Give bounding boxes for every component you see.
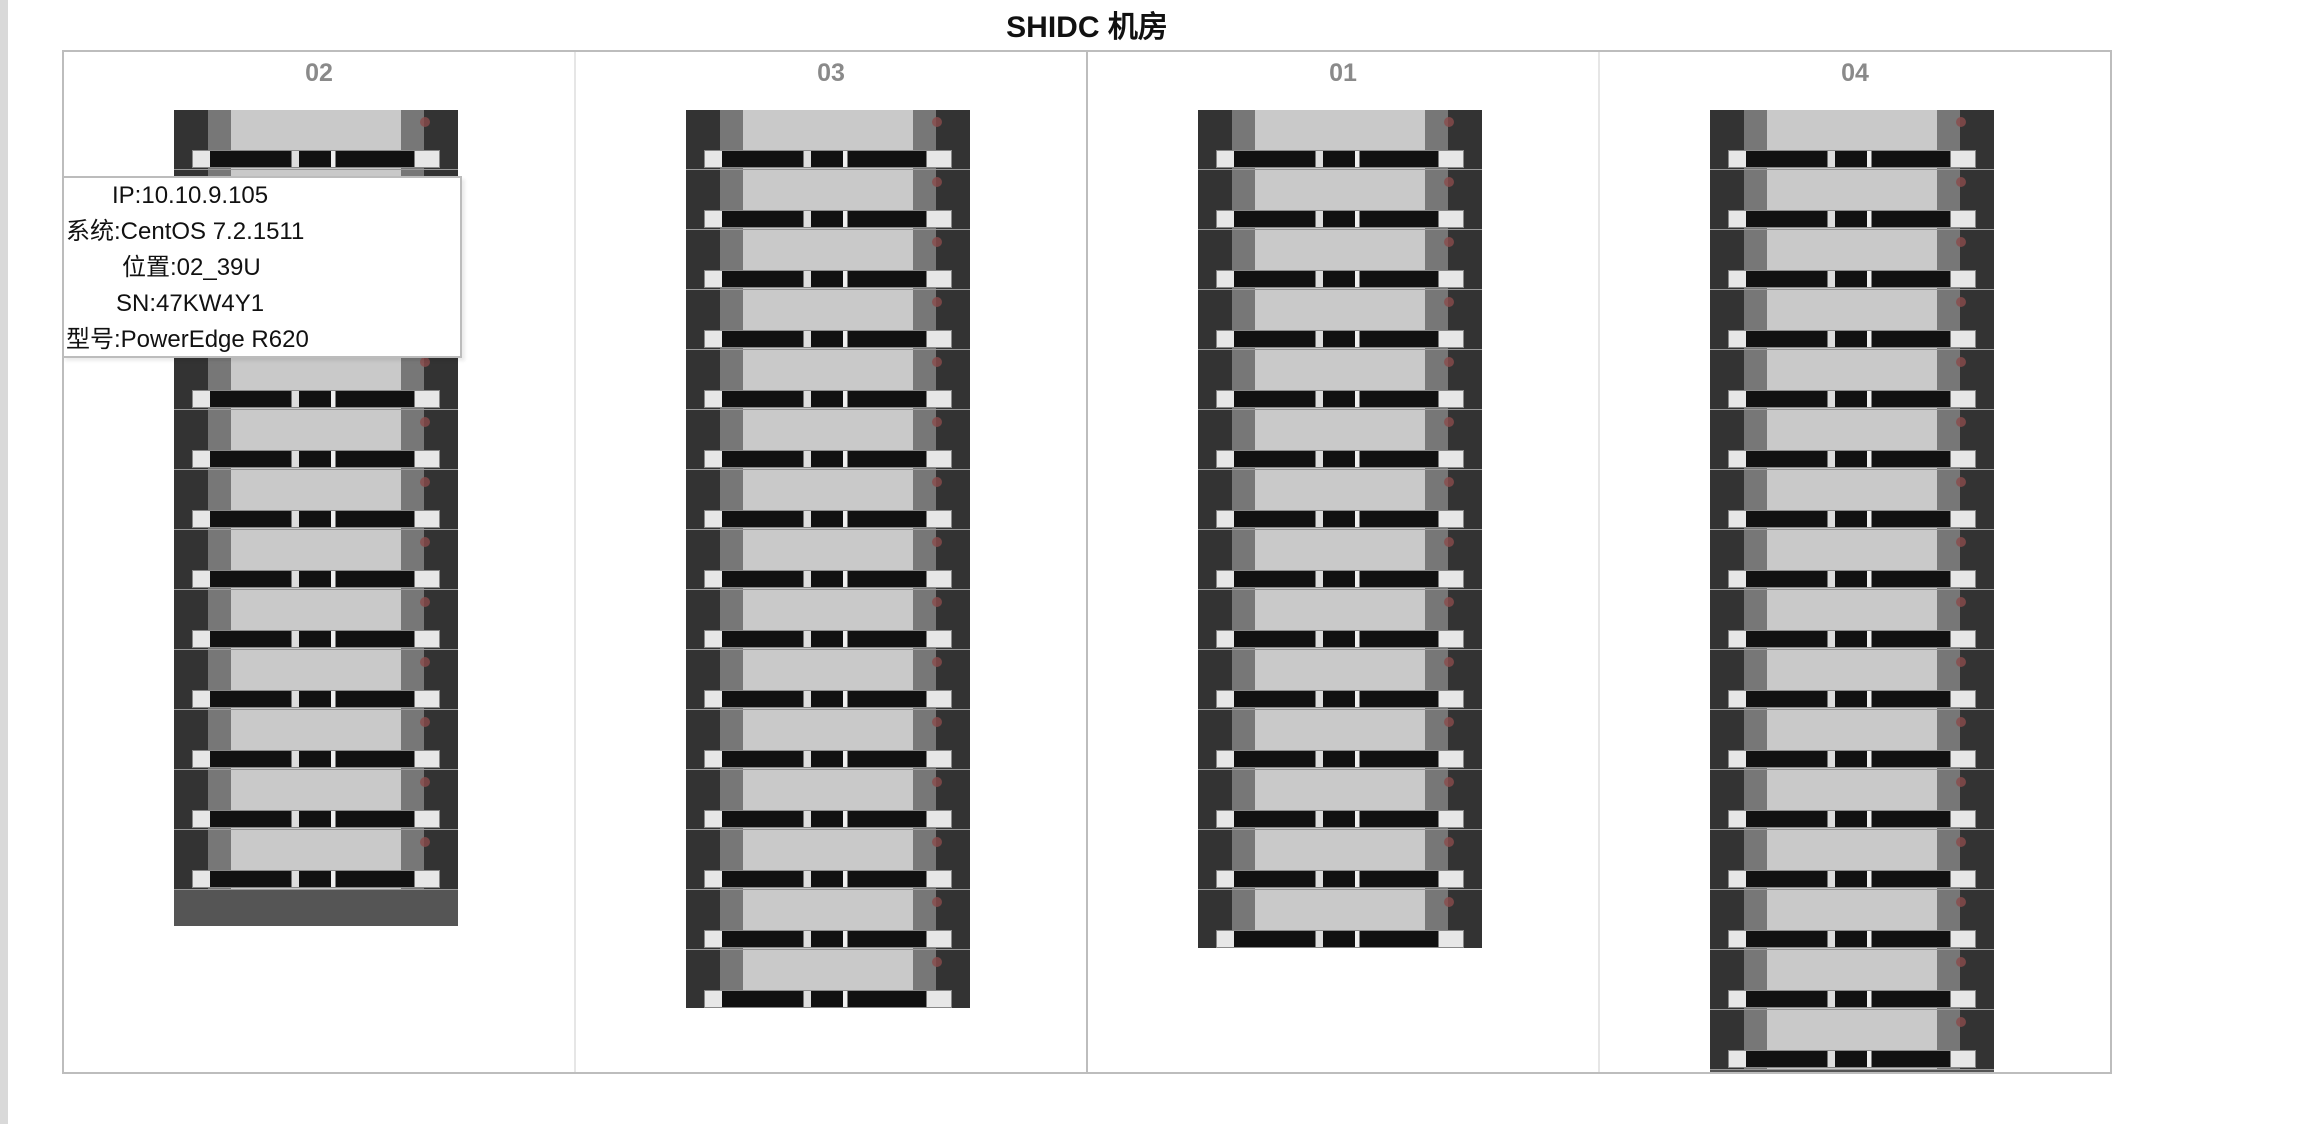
- rack-server-unit[interactable]: [1198, 530, 1482, 590]
- left-scroll-edge: [0, 0, 8, 1124]
- rack-server-unit[interactable]: [174, 350, 458, 410]
- rack-server-unit[interactable]: [174, 830, 458, 890]
- tooltip-system: 系统:CentOS 7.2.1511: [66, 218, 305, 245]
- tooltip-sn: SN:47KW4Y1: [116, 290, 265, 317]
- rack-server-unit[interactable]: [686, 770, 970, 830]
- rack-label-03: 03: [817, 59, 845, 87]
- rack-server-unit[interactable]: [1710, 770, 1994, 830]
- rack-server-unit[interactable]: [174, 650, 458, 710]
- rack-03[interactable]: [686, 110, 970, 1008]
- rack-server-unit[interactable]: [686, 590, 970, 650]
- rack-server-unit[interactable]: [1710, 830, 1994, 890]
- rack-server-unit[interactable]: [1710, 350, 1994, 410]
- rack-server-unit[interactable]: [174, 590, 458, 650]
- rack-server-unit[interactable]: [1710, 470, 1994, 530]
- rack-server-unit[interactable]: [174, 410, 458, 470]
- rack-server-unit[interactable]: [1198, 590, 1482, 650]
- rack-server-unit[interactable]: [174, 470, 458, 530]
- rack-column-01: 01: [1088, 52, 1600, 1072]
- rack-server-unit[interactable]: [686, 650, 970, 710]
- page-title: SHIDC 机房: [1006, 11, 1168, 44]
- rack-server-unit[interactable]: [686, 110, 970, 170]
- rack-server-unit[interactable]: [1198, 890, 1482, 948]
- rack-04[interactable]: [1710, 110, 1994, 1072]
- rack-server-unit[interactable]: [1198, 290, 1482, 350]
- rack-server-unit[interactable]: [1710, 410, 1994, 470]
- rack-server-unit[interactable]: [1710, 1010, 1994, 1070]
- rack-server-unit[interactable]: [1198, 770, 1482, 830]
- rack-server-unit[interactable]: [686, 350, 970, 410]
- rack-server-unit[interactable]: [1710, 110, 1994, 170]
- rack-server-unit[interactable]: [686, 170, 970, 230]
- rack-server-unit[interactable]: [1710, 710, 1994, 770]
- rack-server-unit[interactable]: [174, 110, 458, 170]
- rack-server-unit[interactable]: [1710, 590, 1994, 650]
- rack-server-unit[interactable]: [1710, 170, 1994, 230]
- server-info-tooltip: IP:10.10.9.105 系统:CentOS 7.2.1511 位置:02_…: [62, 176, 462, 358]
- rack-server-unit[interactable]: [1710, 230, 1994, 290]
- rack-server-unit[interactable]: [686, 950, 970, 1008]
- rack-server-unit[interactable]: [686, 830, 970, 890]
- tooltip-ip: IP:10.10.9.105: [112, 182, 269, 209]
- rack-label-01: 01: [1329, 59, 1357, 87]
- rack-server-unit[interactable]: [174, 770, 458, 830]
- rack-column-03: 03: [576, 52, 1088, 1072]
- rack-server-unit[interactable]: [686, 890, 970, 950]
- rack-server-unit[interactable]: [686, 230, 970, 290]
- rack-server-unit[interactable]: [174, 530, 458, 590]
- rack-server-unit[interactable]: [1198, 110, 1482, 170]
- rack-server-unit[interactable]: [686, 290, 970, 350]
- rack-server-unit[interactable]: [1198, 650, 1482, 710]
- rack-column-04: 04: [1600, 52, 2110, 1072]
- rack-01[interactable]: [1198, 110, 1482, 948]
- rack-server-unit[interactable]: [686, 470, 970, 530]
- tooltip-model: 型号:PowerEdge R620: [66, 326, 309, 353]
- rack-server-unit[interactable]: [1710, 290, 1994, 350]
- rack-server-unit[interactable]: [1198, 410, 1482, 470]
- rack-server-unit[interactable]: [1198, 170, 1482, 230]
- rack-server-unit[interactable]: [686, 530, 970, 590]
- rack-server-unit[interactable]: [1198, 230, 1482, 290]
- rack-server-unit[interactable]: [1710, 530, 1994, 590]
- rack-server-unit[interactable]: [1198, 830, 1482, 890]
- rack-server-unit[interactable]: [1710, 650, 1994, 710]
- rack-label-04: 04: [1841, 59, 1869, 87]
- tooltip-position: 位置:02_39U: [122, 254, 261, 281]
- rack-server-unit[interactable]: [1710, 890, 1994, 950]
- rack-server-unit[interactable]: [1198, 710, 1482, 770]
- rack-label-02: 02: [305, 59, 333, 87]
- rack-server-unit[interactable]: [686, 410, 970, 470]
- rack-server-unit[interactable]: [1198, 350, 1482, 410]
- rack-server-unit[interactable]: [686, 710, 970, 770]
- rack-server-unit[interactable]: [174, 710, 458, 770]
- rack-server-unit[interactable]: [1710, 950, 1994, 1010]
- rack-server-unit[interactable]: [1198, 470, 1482, 530]
